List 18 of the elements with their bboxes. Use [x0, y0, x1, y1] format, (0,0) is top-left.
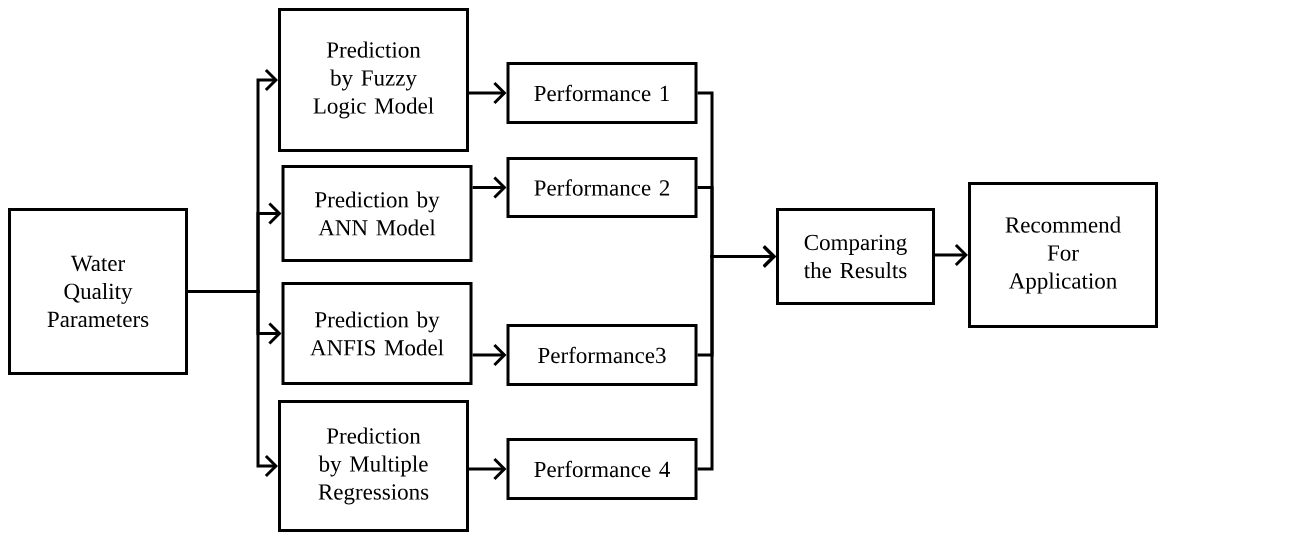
- process-box: Prediction by ANN Model: [281, 165, 473, 262]
- process-box: Performance 2: [506, 157, 698, 218]
- arrow: [472, 343, 507, 367]
- process-box: Comparing the Results: [776, 208, 935, 305]
- process-box: Water Quality Parameters: [8, 208, 188, 375]
- process-box: Recommend For Application: [968, 182, 1158, 328]
- process-box: Prediction by Fuzzy Logic Model: [278, 8, 469, 152]
- process-box: Performance 4: [506, 438, 698, 500]
- arrow: [469, 81, 507, 105]
- arrow: [935, 243, 968, 267]
- arrow: [472, 176, 507, 199]
- arrow: [188, 290, 278, 478]
- process-box: Prediction by ANFIS Model: [281, 282, 473, 385]
- process-box: Performance3: [506, 324, 698, 386]
- arrow: [469, 457, 507, 481]
- process-box: Prediction by Multiple Regressions: [278, 400, 469, 532]
- process-box: Performance 1: [506, 62, 698, 124]
- arrow: [697, 245, 776, 471]
